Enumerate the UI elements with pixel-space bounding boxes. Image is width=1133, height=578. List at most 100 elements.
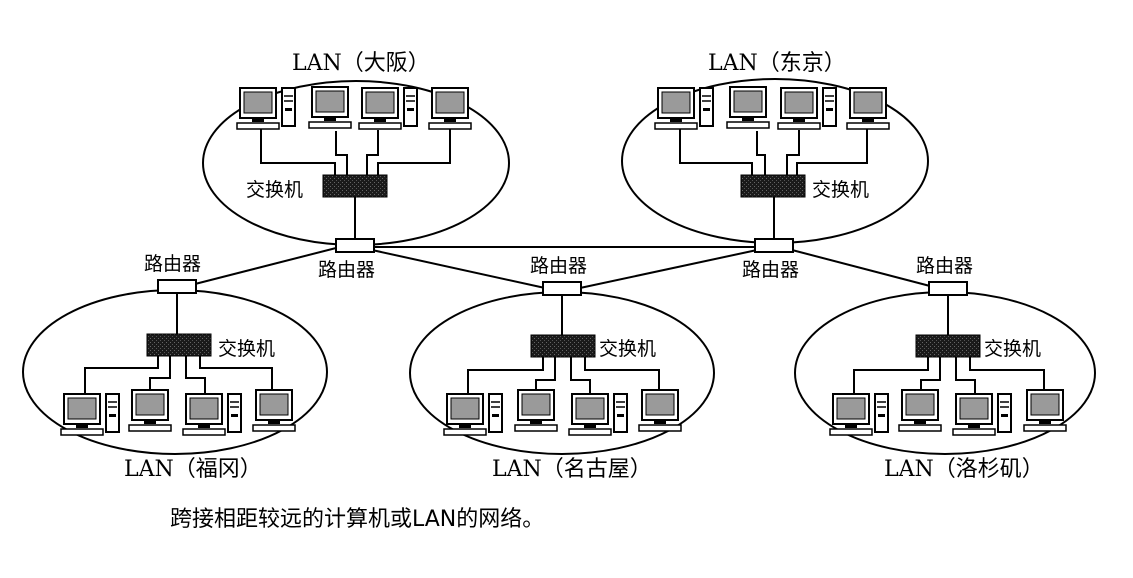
monitor-stand [914, 420, 926, 424]
monitor-screen [905, 393, 935, 416]
switch-osaka-label: 交换机 [246, 179, 303, 201]
pc-fukuoka-4 [252, 389, 296, 432]
monitor-stand [374, 118, 386, 122]
monitor-screen [450, 397, 480, 420]
keyboard [514, 424, 558, 432]
pc-fukuoka-2 [128, 389, 172, 432]
pc-nagoya-3 [568, 393, 628, 436]
keyboard [128, 424, 172, 432]
tower-case [281, 87, 296, 127]
monitor-screen [784, 91, 814, 114]
figure-caption: 跨接相距较远的计算机或LAN的网络。 [170, 507, 545, 532]
pc-nagoya-4 [638, 389, 682, 432]
router-fukuoka [157, 279, 197, 294]
lan-nagoya: 路由器 交换机 LAN（名古屋） [409, 255, 715, 482]
keyboard [252, 424, 296, 432]
lan-osaka: LAN（大阪） 交换机 路由器 [202, 51, 510, 281]
lan-fukuoka: 路由器 交换机 LAN（福冈） [22, 253, 328, 482]
monitor-stand [862, 118, 874, 122]
monitor-stand [793, 118, 805, 122]
monitor-screen [575, 397, 605, 420]
wan-links [194, 246, 931, 289]
keyboard [638, 424, 682, 432]
keyboard [1023, 424, 1067, 432]
monitor-stand [584, 424, 596, 428]
pc-tokyo-3 [777, 87, 837, 130]
monitor-screen [853, 91, 883, 114]
router-tokyo-label: 路由器 [742, 259, 799, 281]
lan-osaka-wiring [260, 127, 451, 178]
monitor-stand [845, 424, 857, 428]
lan-tokyo-label: LAN（东京） [708, 51, 846, 76]
pc-fukuoka-3 [182, 393, 242, 436]
router-nagoya [542, 281, 582, 296]
pc-osaka-2 [308, 86, 352, 129]
switch-los-angeles [915, 334, 981, 358]
pc-fukuoka-1 [60, 393, 120, 436]
monitor-screen [259, 393, 289, 416]
monitor-screen [365, 91, 395, 114]
lan-los-angeles-label: LAN（洛杉矶） [884, 457, 1044, 482]
lan-osaka-label: LAN（大阪） [292, 51, 430, 76]
switch-osaka [322, 174, 388, 198]
pc-osaka-3 [358, 87, 418, 130]
router-osaka-label: 路由器 [318, 259, 375, 281]
pc-nagoya-2 [514, 389, 558, 432]
router-osaka [335, 238, 375, 253]
pc-nagoya-1 [443, 393, 503, 436]
lan-nagoya-wiring [467, 357, 660, 397]
lan-tokyo-wiring [679, 127, 868, 178]
pc-osaka-1 [236, 87, 296, 130]
keyboard [236, 122, 280, 130]
monitor-stand [654, 420, 666, 424]
lan-nagoya-label: LAN（名古屋） [492, 457, 652, 482]
monitor-stand [968, 424, 980, 428]
keyboard [898, 424, 942, 432]
switch-nagoya-label: 交换机 [599, 338, 656, 360]
keyboard [568, 428, 612, 436]
pc-osaka-4 [428, 87, 472, 130]
monitor-stand [459, 424, 471, 428]
router-fukuoka-label: 路由器 [144, 253, 201, 275]
tower-case [699, 87, 714, 127]
lan-los-angeles-wiring [853, 357, 1045, 397]
monitor-screen [661, 91, 691, 114]
monitor-stand [444, 118, 456, 122]
monitor-screen [135, 393, 165, 416]
monitor-screen [521, 393, 551, 416]
tower-case [105, 393, 120, 433]
switch-los-angeles-label: 交换机 [984, 338, 1041, 360]
switch-fukuoka [146, 333, 212, 357]
keyboard [829, 428, 873, 436]
pc-los-angeles-4 [1023, 389, 1067, 432]
router-los-angeles [928, 281, 968, 296]
lan-tokyo: LAN（东京） 交换机 路由器 [621, 51, 929, 281]
keyboard [952, 428, 996, 436]
pc-tokyo-1 [654, 87, 714, 130]
monitor-screen [1030, 393, 1060, 416]
keyboard [428, 122, 472, 130]
keyboard [358, 122, 402, 130]
monitor-screen [243, 91, 273, 114]
keyboard [777, 122, 821, 130]
tower-case [874, 393, 889, 433]
lan-fukuoka-wiring [84, 356, 273, 397]
keyboard [443, 428, 487, 436]
monitor-screen [836, 397, 866, 420]
monitor-stand [144, 420, 156, 424]
lan-los-angeles: 路由器 交换机 LAN（洛杉矶） [794, 255, 1096, 482]
pc-los-angeles-1 [829, 393, 889, 436]
pc-tokyo-2 [726, 86, 770, 129]
lan-fukuoka-label: LAN（福冈） [124, 457, 262, 482]
monitor-stand [76, 424, 88, 428]
monitor-screen [315, 90, 345, 113]
switch-tokyo [740, 174, 806, 198]
monitor-screen [733, 90, 763, 113]
tower-case [997, 393, 1012, 433]
tower-case [613, 393, 628, 433]
monitor-stand [198, 424, 210, 428]
keyboard [60, 428, 104, 436]
monitor-stand [252, 118, 264, 122]
